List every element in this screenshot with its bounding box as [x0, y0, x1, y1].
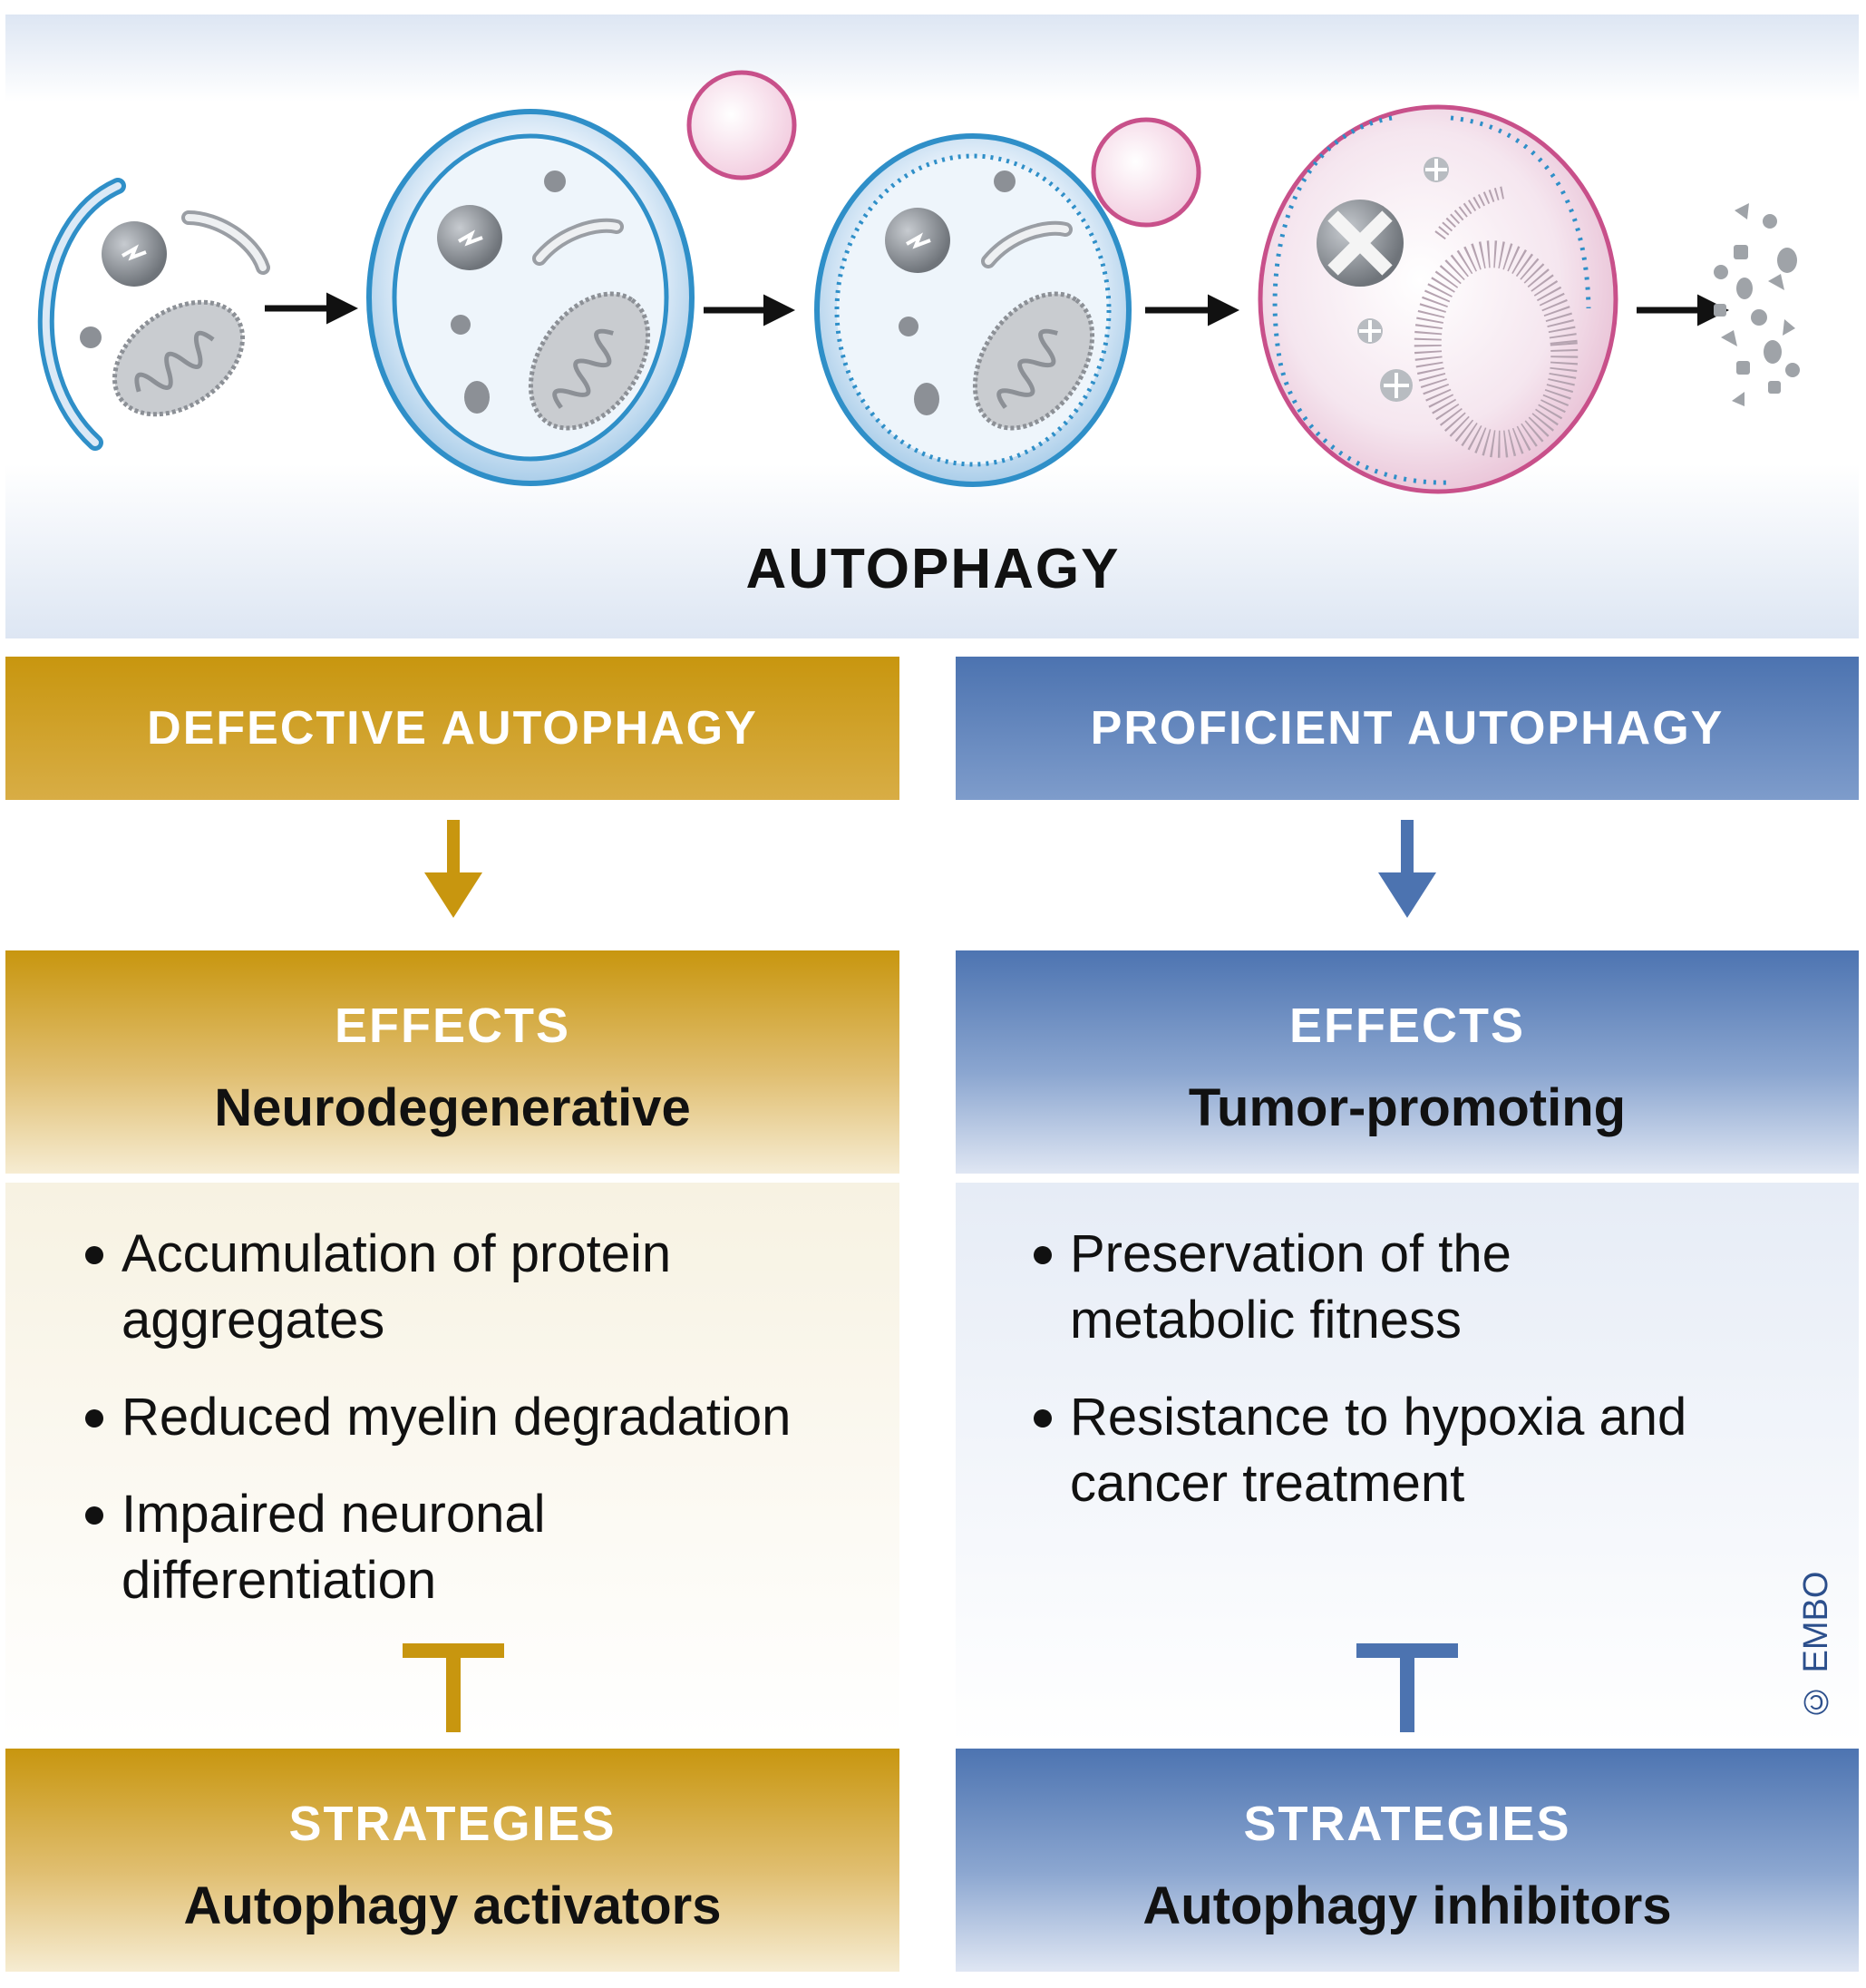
- down-arrow-icon: [1378, 820, 1436, 918]
- effects-label: EFFECTS: [1288, 999, 1525, 1053]
- list-item: Preservation of the metabolic fitness: [1034, 1221, 1614, 1353]
- proficient-effects-box: EFFECTS Tumor-promoting: [956, 950, 1859, 1174]
- phagophore-stage: [37, 178, 270, 451]
- strategies-label: STRATEGIES: [288, 1797, 617, 1851]
- list-item: Impaired neuronal differentiation: [85, 1481, 629, 1613]
- copyright-credit: © EMBO: [1797, 1571, 1835, 1721]
- strategies-label: STRATEGIES: [1243, 1797, 1571, 1851]
- autophagy-process-illustration: [37, 70, 1800, 494]
- proficient-header-label: PROFICIENT AUTOPHAGY: [1090, 702, 1725, 755]
- proficient-strategies-box: STRATEGIES Autophagy inhibitors: [956, 1749, 1859, 1972]
- fusion-stage: [814, 117, 1201, 487]
- defective-header-label: DEFECTIVE AUTOPHAGY: [147, 702, 758, 755]
- list-item: Resistance to hypoxia and cancer treatme…: [1034, 1384, 1795, 1516]
- mitochondrion-icon: [972, 291, 1095, 431]
- effects-value: Neurodegenerative: [214, 1078, 691, 1137]
- defective-autophagy-header: DEFECTIVE AUTOPHAGY: [5, 657, 899, 800]
- lysosome-icon: [686, 70, 797, 180]
- defective-strategies-box: STRATEGIES Autophagy activators: [5, 1749, 899, 1972]
- list-item: Reduced myelin degradation: [85, 1384, 865, 1450]
- mitochondrion-icon: [528, 291, 651, 431]
- defective-effects-list: Accumulation of protein aggregates Reduc…: [85, 1221, 865, 1644]
- phagophore-membrane: [37, 178, 126, 451]
- strategies-value: Autophagy activators: [183, 1876, 722, 1935]
- autolysosome-stage: [1258, 104, 1618, 494]
- effects-value: Tumor-promoting: [1188, 1078, 1627, 1137]
- process-title: AUTOPHAGY: [745, 538, 1121, 600]
- degradation-products: [1714, 203, 1800, 406]
- inhibition-t-icon: [1356, 1643, 1458, 1732]
- defective-effects-box: EFFECTS Neurodegenerative: [5, 950, 899, 1174]
- mitochondrion-icon: [112, 299, 246, 417]
- proficient-autophagy-header: PROFICIENT AUTOPHAGY: [956, 657, 1859, 800]
- proficient-effects-list: Preservation of the metabolic fitness Re…: [1034, 1221, 1813, 1547]
- lysosome-icon: [1091, 117, 1201, 228]
- effects-label: EFFECTS: [334, 999, 570, 1053]
- inhibition-t-icon: [403, 1643, 504, 1732]
- autophagosome-stage: [366, 109, 695, 486]
- list-item: Accumulation of protein aggregates: [85, 1221, 774, 1353]
- down-arrow-icon: [424, 820, 482, 918]
- strategies-value: Autophagy inhibitors: [1142, 1876, 1672, 1935]
